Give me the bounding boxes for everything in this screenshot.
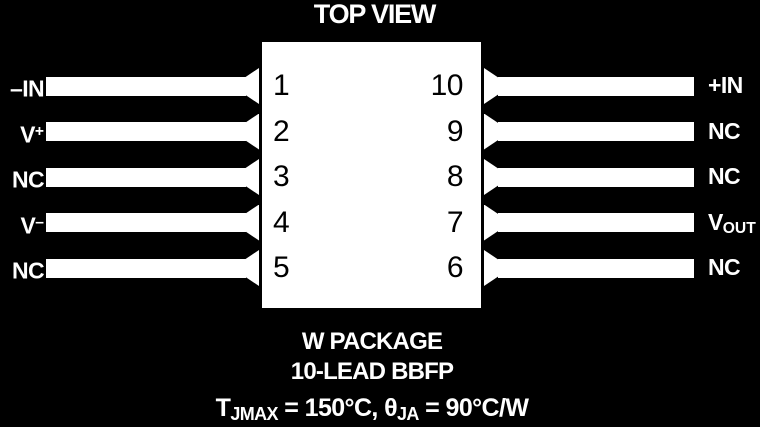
pin-label-left-4: V– bbox=[0, 211, 44, 238]
pin-lead-bar bbox=[498, 167, 694, 187]
pin-label-left-3: NC bbox=[0, 165, 45, 193]
pin-label-right-10: +IN bbox=[708, 74, 760, 103]
figure-title: TOP VIEW bbox=[313, 0, 437, 29]
ic-body: 1 2 3 4 5 10 9 8 7 6 bbox=[262, 42, 481, 308]
pin-wedge bbox=[484, 159, 498, 195]
pin-wedge bbox=[484, 113, 498, 150]
pin-label-sup: + bbox=[34, 122, 44, 140]
thermal-t: T bbox=[215, 394, 231, 422]
thermal-note: TJMAX = 150°C, θJA = 90°C/W bbox=[192, 396, 552, 423]
pin-wedge bbox=[484, 68, 498, 104]
pin-lead-bar bbox=[498, 122, 694, 141]
pin-label-right-8: NC bbox=[708, 165, 760, 194]
pin-lead-bar bbox=[46, 167, 246, 187]
package-lead-count: 10-LEAD BBFP bbox=[290, 358, 454, 385]
pin-wedge bbox=[484, 204, 498, 241]
thermal-mid: = 150°C, θ bbox=[277, 394, 398, 422]
thermal-t-sub: JMAX bbox=[230, 403, 278, 424]
pin-lead-bar bbox=[46, 213, 246, 232]
pin-label-right-9: NC bbox=[708, 117, 760, 149]
pin-lead-bar bbox=[46, 122, 246, 141]
pin-wedge bbox=[245, 204, 259, 241]
pin-label-sup: – bbox=[35, 213, 44, 231]
pin-number-10: 10 bbox=[430, 69, 464, 102]
pin-lead-bar bbox=[498, 76, 694, 96]
pin-wedge bbox=[245, 68, 259, 104]
pin-label-left-2: V+ bbox=[0, 120, 44, 147]
pin-number-8: 8 bbox=[446, 160, 464, 193]
pin-lead-bar bbox=[498, 258, 694, 278]
pin-label-text: V bbox=[708, 208, 723, 235]
pin-number-9: 9 bbox=[446, 115, 464, 148]
pin-lead-bar bbox=[498, 213, 694, 232]
pin-number-5: 5 bbox=[273, 251, 290, 284]
pin-label-text: NC bbox=[708, 163, 741, 189]
package-name: W PACKAGE bbox=[301, 328, 443, 355]
pin-number-7: 7 bbox=[446, 206, 464, 239]
pin-number-2: 2 bbox=[273, 115, 290, 148]
pin-wedge bbox=[245, 250, 259, 286]
pin-number-3: 3 bbox=[273, 160, 290, 193]
pin-label-text: NC bbox=[11, 257, 45, 284]
thermal-theta-sub: JA bbox=[397, 403, 419, 424]
pin-label-text: +IN bbox=[708, 72, 743, 98]
pin-label-right-6: NC bbox=[708, 256, 760, 285]
pin-number-4: 4 bbox=[273, 206, 290, 239]
pin-number-6: 6 bbox=[446, 251, 464, 284]
pin-lead-bar bbox=[46, 258, 246, 278]
pin-label-text: NC bbox=[708, 117, 741, 144]
pin-label-right-7: VOUT bbox=[708, 208, 760, 240]
pin-label-text: V bbox=[20, 212, 36, 239]
pin-wedge bbox=[245, 159, 259, 195]
pin-label-text: V bbox=[20, 121, 35, 148]
pin-label-sub: OUT bbox=[722, 219, 756, 237]
pin-label-text: NC bbox=[708, 254, 741, 280]
thermal-end: = 90°C/W bbox=[418, 394, 529, 422]
pin-label-text: NC bbox=[11, 166, 45, 193]
pin-label-left-5: NC bbox=[0, 256, 45, 284]
pin-number-1: 1 bbox=[273, 69, 290, 102]
pin-wedge bbox=[245, 113, 259, 150]
pin-wedge bbox=[484, 250, 498, 286]
pin-label-left-1: –IN bbox=[0, 74, 45, 102]
pin-lead-bar bbox=[46, 76, 246, 96]
pin-label-text: –IN bbox=[10, 75, 45, 102]
